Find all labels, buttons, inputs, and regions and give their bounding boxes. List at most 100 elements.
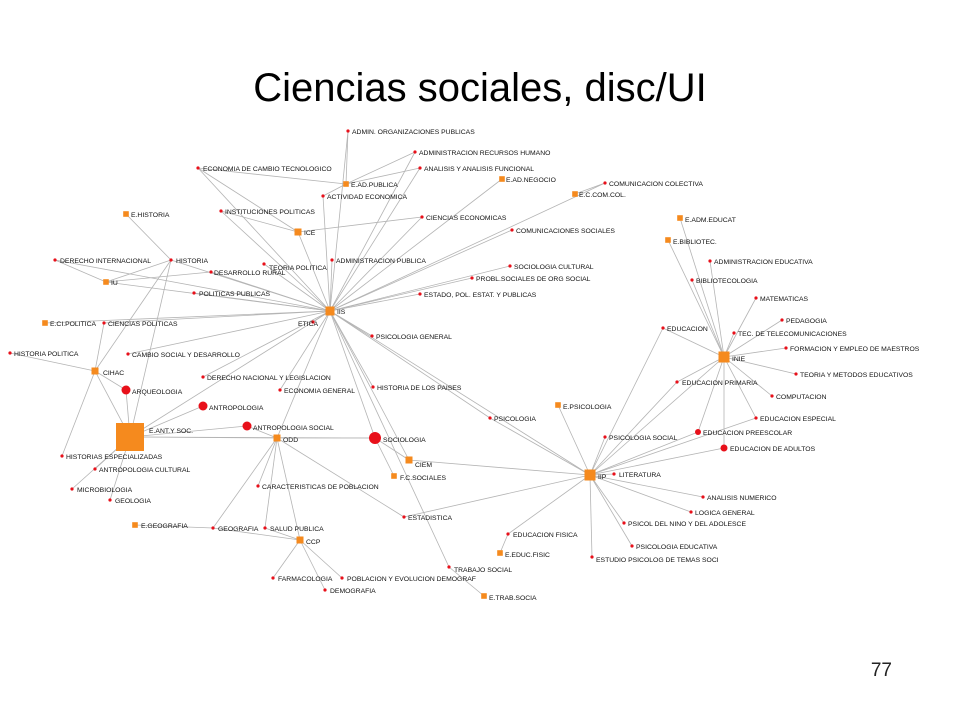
discipline-marker: [488, 416, 492, 420]
node-ead-publica[interactable]: E.AD.PUBLICA: [343, 181, 398, 189]
discipline-marker: [770, 394, 774, 398]
node-estudio-psic[interactable]: ESTUDIO PSICOLOG DE TEMAS SOCI: [590, 555, 719, 564]
node-bibliotec[interactable]: BIBLIOTECOLOGIA: [690, 278, 758, 285]
node-ice[interactable]: ICE: [294, 228, 316, 238]
node-adm-educ[interactable]: ADMINISTRACION EDUCATIVA: [708, 259, 813, 266]
node-ed-especial[interactable]: EDUCACION ESPECIAL: [754, 416, 836, 423]
node-geografia[interactable]: GEOGRAFIA: [211, 526, 259, 533]
node-pedagogia[interactable]: PEDAGOGIA: [780, 318, 827, 325]
node-etica[interactable]: ETICA: [298, 320, 318, 328]
node-geologia[interactable]: GEOLOGIA: [108, 498, 151, 505]
node-demografia[interactable]: DEMOGRAFIA: [323, 588, 376, 595]
node-eant[interactable]: E.ANT.Y SOC.: [116, 423, 193, 451]
node-literatura[interactable]: LITERATURA: [612, 472, 661, 479]
node-ead-negocio[interactable]: E.AD.NEGOCIO: [499, 176, 556, 184]
node-anal-num[interactable]: ANALISIS NUMERICO: [701, 495, 777, 502]
node-com-colectiva[interactable]: COMUNICACION COLECTIVA: [603, 181, 703, 188]
edge-hist_pol-cihac: [9, 352, 96, 372]
node-der-int[interactable]: DERECHO INTERNACIONAL: [53, 258, 151, 265]
node-iip[interactable]: IIP: [584, 469, 607, 482]
discipline-marker: [689, 510, 693, 514]
node-econ-cambio[interactable]: ECONOMIA DE CAMBIO TECNOLOGICO: [196, 166, 332, 173]
node-estado-pol[interactable]: ESTADO, POL. ESTAT. Y PUBLICAS: [418, 292, 537, 299]
node-label: MATEMATICAS: [760, 296, 809, 303]
node-probl-soc[interactable]: PROBL.SOCIALES DE ORG SOCIAL: [470, 276, 591, 283]
node-ecipolitica[interactable]: E.CI.POLITICA: [42, 320, 97, 328]
node-der-nac[interactable]: DERECHO NACIONAL Y LEGISLACION: [201, 375, 331, 382]
node-ccp[interactable]: CCP: [296, 536, 321, 547]
node-cien-pol[interactable]: CIENCIAS POLITICAS: [102, 321, 178, 328]
node-psic-educ[interactable]: PSICOLOGIA EDUCATIVA: [630, 544, 718, 551]
node-ed-primaria[interactable]: EDUCACION PRIMARIA: [675, 380, 758, 387]
node-ciencias-econ[interactable]: CIENCIAS ECONOMICAS: [420, 215, 507, 222]
node-odd[interactable]: ODD: [273, 434, 299, 445]
discipline-marker: [263, 526, 267, 530]
node-analisis-func[interactable]: ANALISIS Y ANALISIS FUNCIONAL: [418, 166, 534, 173]
node-cihac[interactable]: CIHAC: [91, 367, 125, 378]
node-educacion[interactable]: EDUCACION: [661, 326, 708, 333]
node-ed-adultos[interactable]: EDUCACION DE ADULTOS: [720, 444, 816, 454]
node-ed-fisica[interactable]: EDUCACION FISICA: [506, 532, 578, 539]
edge-inie-eadm_educat: [679, 217, 725, 358]
node-fcsoc[interactable]: F.C.SOCIALES: [391, 473, 447, 482]
node-iu[interactable]: IU: [103, 279, 118, 287]
edge-ciencias_econ-iis: [329, 216, 423, 312]
node-label: ANTROPOLOGIA SOCIAL: [253, 425, 334, 432]
node-matematicas[interactable]: MATEMATICAS: [754, 296, 809, 303]
node-etrab[interactable]: E.TRAB.SOCIA: [481, 593, 537, 602]
edge-inie-pedagogia: [723, 319, 783, 358]
node-cambio-soc[interactable]: CAMBIO SOCIAL Y DESARROLLO: [126, 352, 240, 359]
node-pol-pub[interactable]: POLITICAS PUBLICAS: [192, 291, 270, 298]
node-formacion[interactable]: FORMACION Y EMPLEO DE MAESTROS: [784, 346, 920, 353]
node-antro-cult[interactable]: ANTROPOLOGIA CULTURAL: [93, 467, 190, 474]
node-trab-soc[interactable]: TRABAJO SOCIAL: [447, 565, 512, 574]
node-psicologia[interactable]: PSICOLOGIA: [488, 416, 536, 423]
node-micro[interactable]: MICROBIOLOGIA: [70, 487, 133, 494]
node-egeo[interactable]: E.GEOGRAFIA: [132, 522, 188, 530]
node-psic-social[interactable]: PSICOLOGIA SOCIAL: [603, 435, 678, 442]
node-antro-soc[interactable]: ANTROPOLOGIA SOCIAL: [242, 421, 335, 433]
node-label: ARQUEOLOGIA: [132, 389, 183, 396]
institute-marker: [42, 320, 48, 326]
node-desarrollo-rural[interactable]: DESARROLLO RURAL: [209, 270, 286, 277]
node-historia[interactable]: HISTORIA: [169, 258, 208, 265]
institute-marker: [555, 402, 561, 408]
node-poblacion[interactable]: POBLACION Y EVOLUCION DEMOGRAF: [340, 576, 476, 583]
node-tec-telecom[interactable]: TEC. DE TELECOMUNICACIONES: [732, 331, 847, 338]
node-admin-rrhh[interactable]: ADMINISTRACION RECURSOS HUMANO: [413, 150, 550, 157]
node-hist-esp[interactable]: HISTORIAS ESPECIALIZADAS: [60, 454, 163, 461]
node-ed-preescolar[interactable]: EDUCACION PREESCOLAR: [695, 429, 792, 437]
node-econ-gen[interactable]: ECONOMIA GENERAL: [278, 388, 355, 395]
node-estadistica[interactable]: ESTADISTICA: [402, 515, 453, 522]
node-psic-gen[interactable]: PSICOLOGIA GENERAL: [370, 334, 452, 341]
node-computacion[interactable]: COMPUTACION: [770, 394, 827, 401]
node-iis[interactable]: IIS: [325, 306, 346, 317]
node-ebibliotec[interactable]: E.BIBLIOTEC.: [665, 237, 717, 246]
node-epsic[interactable]: E.PSICOLOGIA: [555, 402, 612, 411]
node-act-econ[interactable]: ACTIVIDAD ECONOMICA: [321, 194, 408, 201]
node-label: HISTORIA: [176, 258, 208, 265]
node-soc-cult[interactable]: SOCIOLOGIA CULTURAL: [508, 264, 594, 271]
node-inie[interactable]: INIE: [718, 351, 746, 364]
node-sociologia[interactable]: SOCIOLOGIA: [369, 432, 426, 444]
node-psicol-nino[interactable]: PSICOL DEL NINO Y DEL ADOLESCE: [622, 521, 746, 528]
node-hist-pol[interactable]: HISTORIA POLITICA: [8, 351, 79, 358]
node-arq[interactable]: ARQUEOLOGIA: [121, 385, 183, 397]
node-antro[interactable]: ANTROPOLOGIA: [198, 401, 264, 413]
node-hist-paises[interactable]: HISTORIA DE LOS PAISES: [371, 385, 462, 392]
node-adm-pub[interactable]: ADMINISTRACION PUBLICA: [330, 258, 426, 265]
node-eeduc-fisic[interactable]: E.EDUC.FISIC: [497, 550, 550, 559]
node-teoria-pol[interactable]: TEORIA POLITICA: [262, 262, 327, 272]
node-admin-org[interactable]: ADMIN. ORGANIZACIONES PUBLICAS: [346, 129, 475, 136]
node-teoria-met[interactable]: TEORIA Y METODOS EDUCATIVOS: [794, 372, 913, 379]
node-salud-pub[interactable]: SALUD PUBLICA: [263, 526, 324, 533]
node-eadm-educat[interactable]: E.ADM.EDUCAT: [677, 215, 736, 224]
node-ciem[interactable]: CIEM: [405, 456, 433, 470]
node-inst-pol[interactable]: INSTITUCIONES POLITICAS: [219, 209, 315, 216]
node-carac-pob[interactable]: CARACTERISTICAS DE POBLACION: [256, 484, 379, 491]
node-logica[interactable]: LOGICA GENERAL: [689, 510, 755, 517]
node-ehistoria[interactable]: E.HISTORIA: [123, 211, 170, 219]
node-farmaco[interactable]: FARMACOLOGIA: [271, 576, 333, 583]
node-ec-com[interactable]: E.C.COM.COL.: [572, 191, 626, 199]
node-com-soc[interactable]: COMUNICACIONES SOCIALES: [510, 228, 615, 235]
